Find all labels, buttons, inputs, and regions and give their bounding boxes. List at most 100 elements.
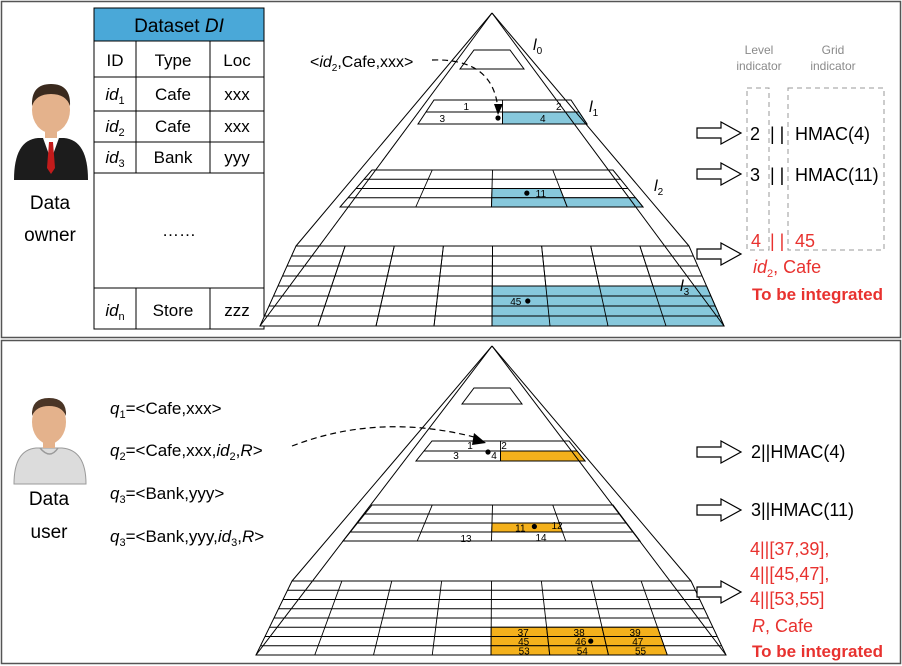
table-header-loc: Loc — [223, 51, 251, 70]
owner-output-row: 3| |HMAC(11) — [750, 165, 879, 185]
table-row-type: Bank — [154, 148, 193, 167]
record-dot — [525, 298, 531, 304]
pyramid-edge — [255, 345, 493, 656]
pyramid-edge — [491, 12, 725, 327]
user-range-row: 4||[53,55] — [750, 589, 824, 609]
owner-output-row: 4| |45 — [751, 231, 815, 251]
level-plane-l0 — [461, 387, 523, 405]
pyramid-edge — [491, 345, 727, 656]
table-row-id: id3 — [105, 148, 124, 170]
table-title: Dataset DI — [134, 16, 224, 37]
grid-line — [541, 245, 551, 327]
highlight-cell-l3 — [605, 645, 668, 656]
highlight-cell-l2 — [491, 522, 564, 533]
user-integrated-label: To be integrated — [752, 642, 883, 661]
record-tag: <id2,Cafe,xxx> — [310, 54, 413, 74]
record-dot — [495, 115, 501, 121]
user-label-line2: user — [31, 522, 69, 543]
cell-number: 54 — [577, 646, 589, 657]
pyramid-edge — [259, 12, 493, 327]
table-row-loc: yyy — [224, 148, 250, 167]
cell-number: 38 — [574, 628, 586, 639]
cell-number: 2 — [556, 102, 562, 113]
owner-panel — [0, 0, 902, 339]
level-label-l0: l0 — [533, 37, 543, 57]
query-q3: q3=<Bank,yyy> — [110, 484, 224, 506]
right-arrow-icon — [696, 120, 743, 146]
cell-number: 45 — [510, 297, 522, 308]
user-panel — [0, 339, 902, 665]
cell-number: 4 — [540, 114, 546, 125]
cell-number: 12 — [551, 521, 563, 532]
user-range-row: 4||[37,39], — [750, 539, 829, 559]
cell-number: 39 — [630, 628, 642, 639]
highlight-cell-l1 — [502, 111, 588, 125]
cell-number: 1 — [467, 441, 473, 452]
cell-number: 13 — [460, 534, 472, 545]
level-indicator-box — [746, 87, 770, 251]
record-dot — [524, 190, 530, 196]
record-dot — [531, 523, 537, 530]
user-range-row: 4||[45,47], — [750, 564, 829, 584]
table-row-type: Cafe — [155, 117, 191, 136]
businessman-icon — [14, 84, 88, 180]
table-header-bg — [93, 7, 265, 42]
level-label-l2: l2 — [654, 178, 664, 198]
highlight-cell-l2 — [562, 197, 645, 208]
cell-number: 53 — [519, 646, 531, 657]
right-arrow-icon — [696, 579, 743, 605]
table-row-type: Cafe — [155, 85, 191, 104]
user-label-line1: Data — [29, 489, 70, 510]
dashed-arrow — [291, 426, 479, 447]
owner-final-line: id2, Cafe — [753, 257, 821, 280]
pyramid-edge — [291, 345, 493, 582]
level-label-l1: l1 — [589, 99, 599, 119]
table-row-id: id2 — [105, 117, 124, 139]
level-label-l3: l3 — [680, 278, 690, 298]
user-icon — [13, 398, 87, 485]
owner-integrated-label: To be integrated — [752, 285, 883, 304]
owner-label-line2: owner — [24, 225, 76, 246]
table-row-type: Store — [153, 301, 194, 320]
record-dot — [588, 638, 594, 644]
cell-number: 47 — [632, 637, 644, 648]
level-plane-l0 — [459, 49, 525, 70]
table-ellipsis: …… — [162, 221, 196, 240]
cell-number: 3 — [453, 451, 459, 462]
cell-number: 11 — [536, 189, 547, 200]
query-q3-full: q3=<Bank,yyy,id3,R> — [110, 527, 264, 549]
user-final-line: R, Cafe — [752, 616, 813, 636]
grid-indicator-box — [787, 87, 885, 251]
user-output-arrows — [696, 439, 743, 605]
highlight-cell-l2 — [490, 197, 568, 208]
pyramid-edge — [295, 12, 493, 247]
cell-number: 14 — [535, 533, 547, 544]
owner-output-arrows — [696, 120, 743, 267]
dashed-arrow-head — [472, 433, 486, 445]
pyramid-edge — [491, 12, 690, 247]
cell-number: 55 — [635, 646, 647, 657]
cell-number: 2 — [501, 441, 507, 452]
dataset-table: Dataset DI ID Type Loc id1 Cafe xxx id2 … — [93, 7, 265, 330]
user-output-row: 3||HMAC(11) — [751, 500, 854, 520]
pyramid-edge — [491, 345, 692, 582]
dashed-arrow-head — [494, 104, 503, 115]
cell-number: 45 — [518, 637, 530, 648]
cell-number: 11 — [515, 524, 526, 535]
dashed-arrow — [431, 59, 499, 111]
owner-output-row: 2| |HMAC(4) — [750, 124, 870, 144]
cell-number: 3 — [439, 114, 445, 125]
right-arrow-icon — [696, 161, 743, 187]
owner-label-line1: Data — [30, 193, 71, 214]
table-header-id: ID — [107, 51, 124, 70]
cell-number: 1 — [463, 102, 469, 113]
user-output-row: 2||HMAC(4) — [751, 442, 845, 462]
cell-number: 4 — [491, 451, 497, 462]
grid-line — [590, 245, 609, 327]
table-row-loc: xxx — [224, 117, 250, 136]
highlight-cell-l1 — [500, 450, 587, 462]
